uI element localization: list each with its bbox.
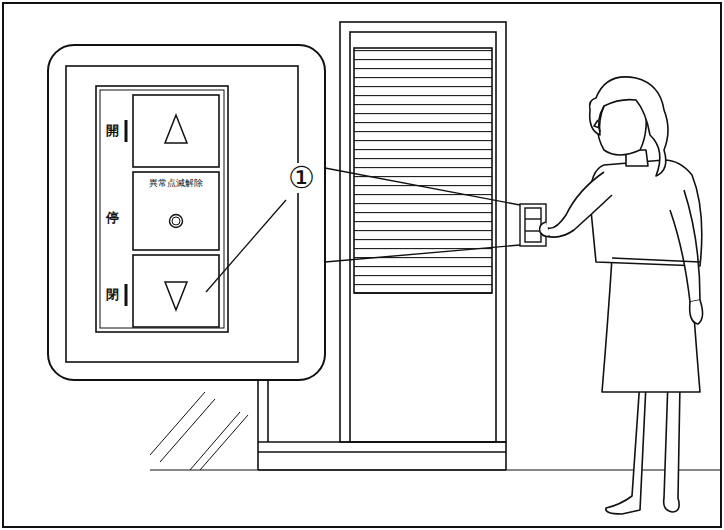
button-label: 閉	[106, 288, 119, 301]
switch-plate	[66, 66, 298, 362]
frame	[3, 3, 721, 527]
callout-number: ①	[286, 163, 317, 193]
callout-wedge	[325, 168, 520, 262]
inset-panel	[48, 45, 325, 380]
woman-figure	[540, 77, 703, 514]
glass-reflection	[150, 392, 248, 470]
button-label: 開	[106, 124, 119, 137]
button-face: 異常点滅解除	[134, 174, 218, 194]
leader-line	[206, 200, 286, 292]
button-text: 異常点滅解除	[136, 178, 216, 190]
button-label: 停	[106, 211, 119, 224]
